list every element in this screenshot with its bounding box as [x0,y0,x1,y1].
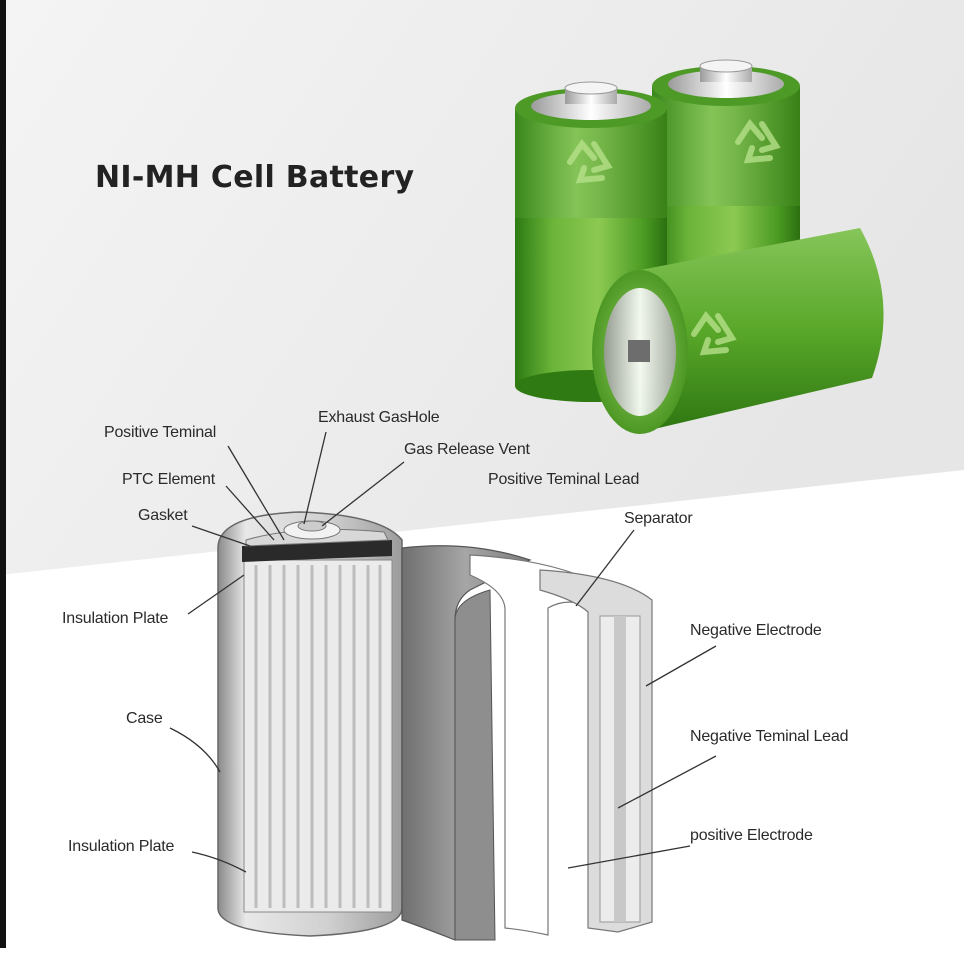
battery-back-right [652,59,800,402]
label-gasket: Gasket [138,507,188,524]
label-positive-electrode: positive Electrode [690,827,813,844]
label-separator: Separator [624,510,693,527]
electrode-sheet-dark [401,545,532,941]
label-negative-terminal-lead: Negative Teminal Lead [690,728,849,745]
cell-case [217,511,403,937]
label-positive-terminal-lead: Positive Teminal Lead [488,471,640,488]
label-gas-release-vent: Gas Release Vent [404,441,530,458]
leader-lines [169,431,717,873]
left-edge-bar [0,0,6,964]
label-negative-electrode: Negative Electrode [690,622,822,639]
label-case: Case [126,710,163,727]
recycle-icon [691,311,737,356]
bottom-margin [0,948,964,964]
recycle-icon [735,119,781,164]
diagram-title: NI-MH Cell Battery [95,160,415,195]
negative-electrode-sheet [539,569,653,933]
label-insulation-plate-top: Insulation Plate [62,610,169,627]
label-positive-terminal: Positive Teminal [104,424,217,441]
battery-lying [592,228,884,434]
separator-sheet [469,554,612,936]
label-ptc-element: PTC Element [122,471,215,488]
recycle-icon [567,139,613,184]
label-insulation-plate-bottom: Insulation Plate [68,838,175,855]
label-exhaust-gas-hole: Exhaust GasHole [318,409,440,426]
